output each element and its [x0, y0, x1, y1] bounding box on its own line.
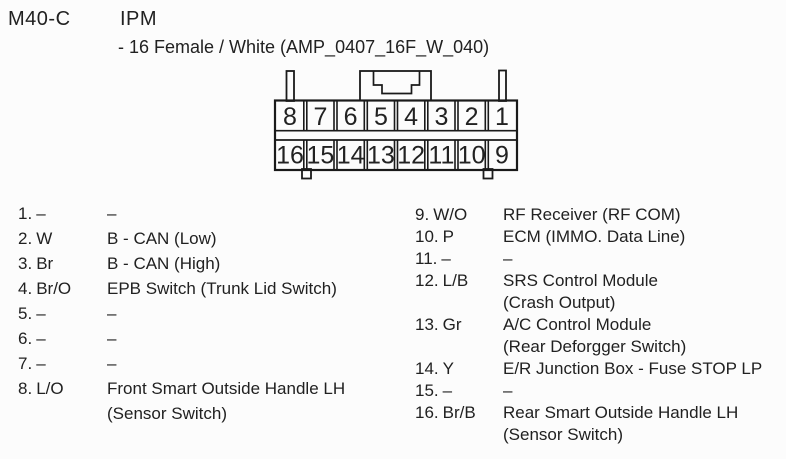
pin-number: 14. [415, 359, 439, 378]
pin-cell-1: 1 [495, 103, 509, 131]
pin-wire-color: P [442, 227, 454, 246]
pin-function: ECM (IMMO. Data Line) [503, 227, 686, 246]
pin-number: 7. [18, 354, 33, 373]
connector-top-tab-right [498, 69, 507, 102]
pin-function: B - CAN (High) [107, 254, 221, 273]
connector-subtitle: - 16 Female / White (AMP_0407_16F_W_040) [118, 37, 490, 57]
pin-function: SRS Control Module [503, 271, 658, 290]
pin-number: 3. [18, 254, 33, 273]
pin-function: EPB Switch (Trunk Lid Switch) [107, 279, 337, 298]
pin-row-11: 11.– – [415, 248, 783, 270]
pin-row-5: 5.– – [18, 301, 398, 326]
pin-number: 2. [18, 229, 33, 248]
pin-number: 13. [415, 315, 439, 334]
pin-number: 15. [415, 381, 439, 400]
pin-row-16: 16.Br/B Rear Smart Outside Handle LH (Sen… [415, 402, 783, 446]
pin-cell-10: 10 [458, 142, 486, 170]
pin-wire-color: – [36, 304, 46, 323]
pin-number: 11. [415, 249, 438, 268]
pin-cell-2: 2 [465, 103, 479, 131]
pin-wire-color: L/B [442, 271, 469, 290]
pin-cell-15: 15 [306, 142, 334, 170]
pin-wire-color: – [36, 354, 46, 373]
pin-row-7: 7.– – [18, 351, 398, 376]
pin-row-15: 15.– – [415, 380, 783, 402]
pin-function: – [107, 304, 117, 323]
pin-number: 10. [415, 227, 439, 246]
pin-cell-11: 11 [428, 142, 454, 170]
module-name: IPM [120, 8, 158, 30]
pin-wire-color: Br/B [442, 403, 476, 422]
pin-function: RF Receiver (RF COM) [503, 205, 681, 224]
pin-cell-16: 16 [276, 142, 304, 170]
pin-function: – [107, 329, 117, 348]
pin-function: – [107, 354, 117, 373]
pin-number: 4. [18, 279, 33, 298]
pin-function: Rear Smart Outside Handle LH [503, 403, 739, 422]
connector-latch-notch [372, 71, 421, 95]
connector-diagram: 8 7 6 5 4 3 2 1 16 15 14 13 12 11 10 9 [273, 69, 519, 180]
pin-function: E/R Junction Box - Fuse STOP LP [503, 359, 763, 378]
pin-wire-color: Y [442, 359, 454, 378]
pin-function: B - CAN (Low) [107, 229, 217, 248]
pin-list-right: 9.W/O RF Receiver (RF COM) 10.P ECM (IMM… [415, 204, 783, 446]
pin-cell-9: 9 [495, 142, 509, 170]
pin-cell-7: 7 [313, 103, 327, 131]
pin-wire-color: Br/O [36, 279, 72, 298]
pin-row-8: 8.L/O Front Smart Outside Handle LH (Sens… [18, 376, 398, 426]
pin-number: 8. [18, 379, 33, 398]
pin-function: – [107, 204, 117, 223]
pin-function: A/C Control Module [503, 315, 652, 334]
pin-function: Front Smart Outside Handle LH [107, 379, 346, 398]
pin-row-14: 14.Y E/R Junction Box - Fuse STOP LP [415, 358, 783, 380]
pin-list-left: 1.– – 2.W B - CAN (Low) 3.Br B - CAN (Hi… [18, 201, 398, 426]
pin-row-10: 10.P ECM (IMMO. Data Line) [415, 226, 783, 248]
pin-wire-color: Br [36, 254, 54, 273]
pin-number: 5. [18, 304, 33, 323]
pin-function: – [503, 381, 513, 400]
pin-cell-8: 8 [283, 103, 297, 131]
pin-cell-12: 12 [397, 142, 425, 170]
pin-row-9: 9.W/O RF Receiver (RF COM) [415, 204, 783, 226]
connector-body [273, 99, 519, 172]
pin-function-cont: (Crash Output) [503, 293, 616, 312]
pin-wire-color: W/O [433, 205, 468, 224]
pin-row-6: 6.– – [18, 326, 398, 351]
pin-number: 9. [415, 205, 430, 224]
pin-cell-6: 6 [344, 103, 358, 131]
pin-wire-color: W [36, 229, 53, 248]
pin-wire-color: Gr [442, 315, 462, 334]
pin-function-cont: (Sensor Switch) [503, 425, 623, 444]
pin-row-4: 4.Br/O EPB Switch (Trunk Lid Switch) [18, 276, 398, 301]
row-separator-lines [275, 129, 517, 141]
pin-row-13: 13.Gr A/C Control Module (Rear Deforgger … [415, 314, 783, 358]
pin-cell-5: 5 [374, 103, 388, 131]
pin-wire-color: – [441, 249, 451, 268]
pin-wire-color: – [442, 381, 453, 400]
pin-function-cont: (Sensor Switch) [107, 404, 227, 423]
pin-number: 1. [18, 204, 33, 223]
pin-number: 6. [18, 329, 33, 348]
pin-cell-3: 3 [434, 103, 448, 131]
pin-function-cont: (Rear Deforgger Switch) [503, 337, 687, 356]
connector-top-tab-left [285, 70, 295, 102]
pin-number: 16. [415, 403, 439, 422]
pin-cell-13: 13 [367, 142, 395, 170]
pin-wire-color: – [36, 204, 46, 223]
pin-function: – [503, 249, 513, 268]
pin-wire-color: – [36, 329, 46, 348]
pin-row-2: 2.W B - CAN (Low) [18, 226, 398, 251]
cell-dividers-top [303, 101, 490, 131]
pin-wire-color: L/O [36, 379, 64, 398]
cell-dividers-bottom [303, 140, 490, 170]
connector-id: M40-C [8, 8, 71, 30]
pin-row-3: 3.Br B - CAN (High) [18, 251, 398, 276]
pin-cell-14: 14 [337, 142, 365, 170]
pin-row-1: 1.– – [18, 201, 398, 226]
pin-cell-4: 4 [404, 103, 418, 131]
pin-number: 12. [415, 271, 439, 290]
pin-row-12: 12.L/B SRS Control Module (Crash Output) [415, 270, 783, 314]
